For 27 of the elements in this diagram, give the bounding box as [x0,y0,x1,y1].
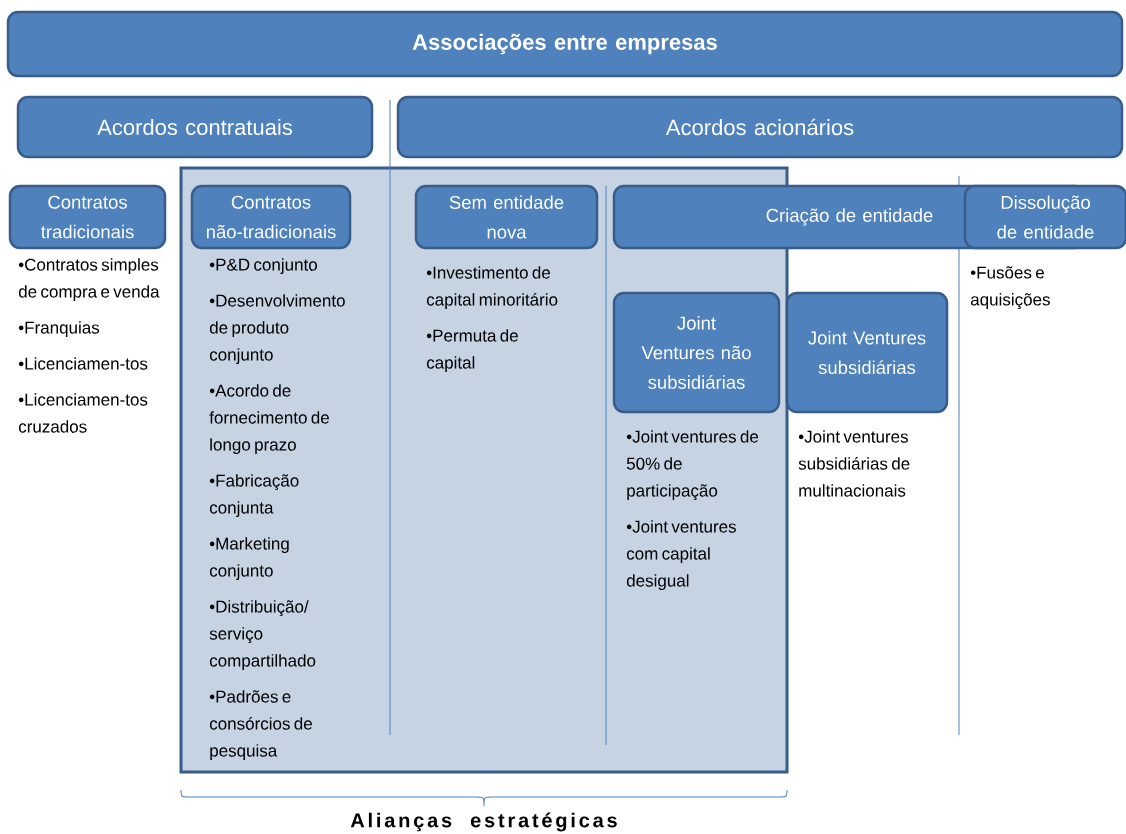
node-label: •Licenciamen-tos [18,357,148,370]
bullet-list: •Joint ventures de 50% de participação •Joint ventures com capital desigual [626,430,759,591]
category-box: Sem entidade nova [414,184,599,250]
group-label: Alianças estratégicas [350,812,617,832]
bullet-list: •Contratos simples de compra e venda •Franquias •Licenciamen-tos •Licenciamen-tos cruzados [18,258,160,433]
bullet-list: •Investimento de capital minoritário •Permuta de capital [426,266,558,373]
node-label: •Distribuição/ serviço compartilhado [209,600,316,671]
bullet-list: •Fusões e aquisições [970,266,1050,309]
node-label: •Franquias [18,321,100,338]
node-label: •Fabricação conjunta [209,474,299,518]
node-label: •Acordo de fornecimento de longo prazo [209,384,329,455]
category-box: Dissolução de entidade [963,184,1126,250]
category-box: Associações entre empresas [6,10,1124,78]
node-label: •P&D conjunto [209,258,317,275]
category-box: Joint Ventures subsidiárias [785,291,949,414]
node-label: •Marketing conjunto [209,537,289,581]
category-box: Contratos não-tradicionais [190,184,352,250]
category-box: Joint Ventures não subsidiárias [612,291,781,414]
category-box: Contratos tradicionais [8,184,167,250]
category-box: Acordos acionários [396,95,1124,159]
bullet-list: •P&D conjunto •Desenvolvimento de produto conjunto •Acordo de fornecimento de longo prazo •Fabricação conjunta •Marketing conjunto •Distribuição/ serviço compartilhado •Padrões e consórcios de pesquisa [209,258,345,761]
node-label: •Desenvolvimento de produto conjunto [209,294,345,365]
bullet-list: •Joint ventures subsidiárias de multinacionais [798,430,910,497]
category-box: Acordos contratuais [16,95,374,159]
node-label: •Contratos simples de compra e venda [18,258,160,302]
node-label: •Padrões e consórcios de pesquisa [209,690,312,761]
node-label: •Licenciamen-tos cruzados [18,393,148,433]
